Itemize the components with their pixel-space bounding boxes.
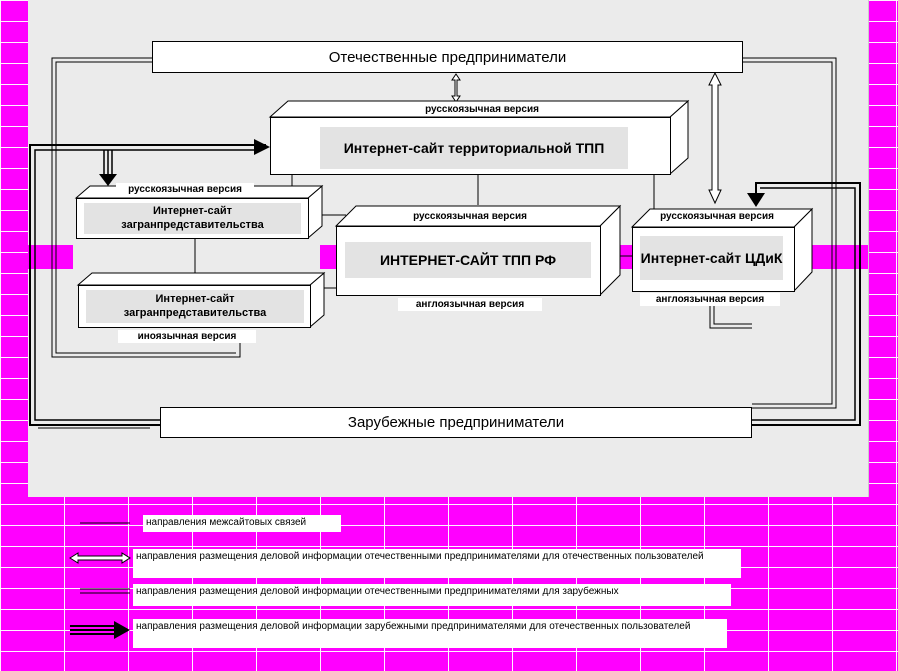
legend-item-3: направления размещения деловой информаци… — [133, 584, 731, 606]
rep-foreign-site-version-label: иноязычная версия — [118, 330, 256, 343]
magenta-band-right2 — [808, 245, 868, 269]
cdik-site-title: Интернет-сайт ЦДиК — [640, 236, 783, 280]
rep-foreign-site-title: Интернет-сайт загранпредставительства — [86, 290, 304, 323]
legend-item-4: направления размещения деловой информаци… — [133, 619, 727, 648]
tpp-rf-version-bottom: англоязычная версия — [398, 298, 542, 311]
domestic-entrepreneurs-label: Отечественные предприниматели — [328, 48, 567, 66]
rep-ru-site-title: Интернет-сайт загранпредставительства — [84, 203, 301, 234]
cdik-version-top: русскоязычная версия — [650, 210, 784, 223]
legend-item-1: направления межсайтовых связей — [143, 515, 341, 532]
tpp-rf-site-title: ИНТЕРНЕТ-САЙТ ТПП РФ — [345, 242, 591, 278]
legend-item-2: направления размещения деловой информаци… — [133, 549, 741, 578]
rep-ru-site-version-label: русскоязычная версия — [116, 183, 254, 196]
domestic-entrepreneurs-box: Отечественные предприниматели — [152, 41, 743, 73]
foreign-entrepreneurs-box: Зарубежные предприниматели — [160, 407, 752, 438]
territorial-site-version-label: русскоязычная версия — [412, 103, 552, 116]
foreign-entrepreneurs-label: Зарубежные предприниматели — [347, 414, 565, 431]
territorial-site-title: Интернет-сайт территориальной ТПП — [320, 127, 628, 169]
magenta-band-mid — [320, 245, 338, 269]
cdik-version-bottom: англоязычная версия — [640, 293, 780, 306]
tpp-rf-version-top: русскоязычная версия — [398, 210, 542, 223]
